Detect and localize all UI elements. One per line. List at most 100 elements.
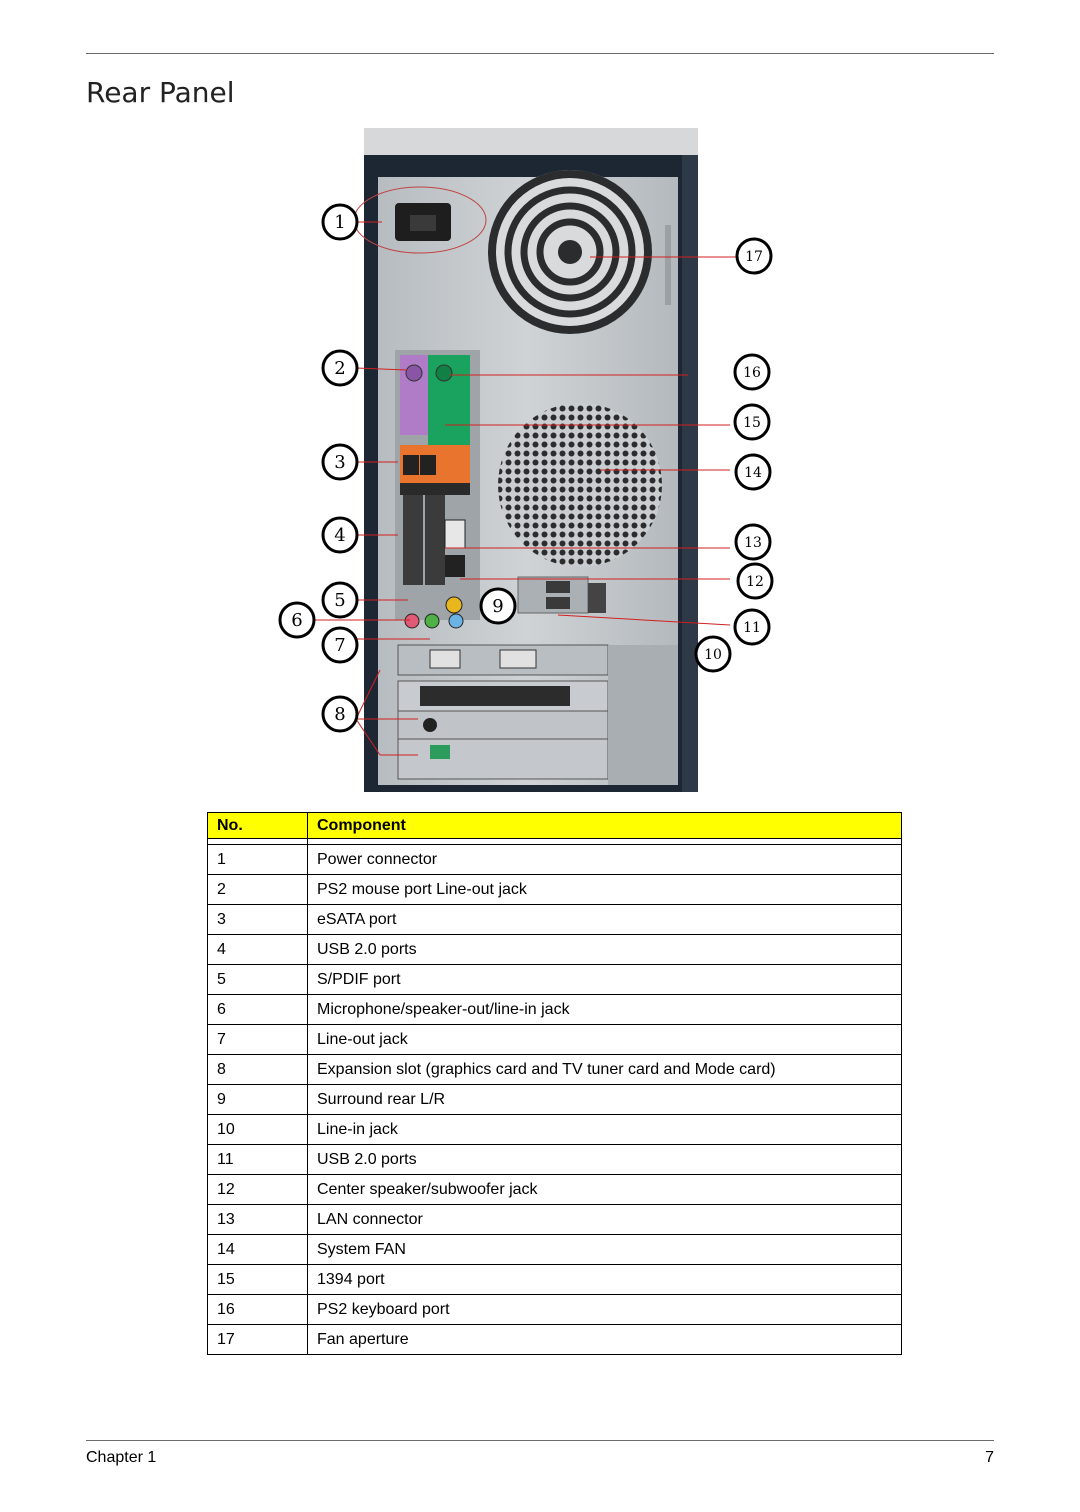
row-no: 8 <box>207 1054 308 1085</box>
row-no: 3 <box>207 904 308 935</box>
callout-10: 10 <box>694 635 732 673</box>
svg-text:2: 2 <box>334 358 345 379</box>
row-component: PS2 keyboard port <box>307 1294 902 1325</box>
fan-aperture <box>488 170 652 334</box>
bottom-rule <box>86 1440 994 1441</box>
callout-leader-lines <box>314 221 738 756</box>
callouts: 1 2 3 4 5 6 7 8 9 10 11 12 13 14 15 16 1… <box>278 203 774 733</box>
callout-16: 16 <box>733 353 771 391</box>
svg-text:13: 13 <box>744 535 762 551</box>
row-no: 12 <box>207 1174 308 1205</box>
rear-usb-ports <box>517 576 606 614</box>
row-component: Center speaker/subwoofer jack <box>307 1174 902 1205</box>
row-no: 16 <box>207 1294 308 1325</box>
row-no: 1 <box>207 844 308 875</box>
svg-text:4: 4 <box>334 525 345 546</box>
row-component: 1394 port <box>307 1264 902 1295</box>
top-rule <box>86 53 994 54</box>
svg-text:15: 15 <box>743 415 761 431</box>
svg-text:17: 17 <box>745 249 763 265</box>
svg-text:16: 16 <box>743 365 761 381</box>
svg-text:7: 7 <box>334 635 345 656</box>
callout-7: 7 <box>321 626 359 664</box>
svg-text:3: 3 <box>334 452 345 473</box>
row-no: 10 <box>207 1114 308 1145</box>
row-component: S/PDIF port <box>307 964 902 995</box>
header-component: Component <box>307 812 902 839</box>
system-fan <box>498 403 662 567</box>
callout-9: 9 <box>479 587 517 625</box>
rear-panel-photo: 1 2 3 4 5 6 7 8 9 10 11 12 13 14 15 16 1… <box>278 128 774 792</box>
callout-13: 13 <box>734 523 772 561</box>
svg-text:10: 10 <box>704 647 722 663</box>
table-header-row: No. Component <box>207 812 902 839</box>
callout-12: 12 <box>736 562 774 600</box>
svg-text:14: 14 <box>744 465 762 481</box>
svg-text:9: 9 <box>492 596 503 617</box>
power-connector <box>353 186 487 254</box>
row-component: eSATA port <box>307 904 902 935</box>
expansion-slots <box>397 644 678 785</box>
row-component: System FAN <box>307 1234 902 1265</box>
callout-5: 5 <box>321 581 359 619</box>
callout-8: 8 <box>321 695 359 733</box>
row-no: 15 <box>207 1264 308 1295</box>
row-component: Line-out jack <box>307 1024 902 1055</box>
header-no: No. <box>207 812 308 839</box>
callout-14: 14 <box>734 453 772 491</box>
footer-chapter: Chapter 1 <box>86 1449 157 1466</box>
callout-11: 11 <box>733 608 771 646</box>
svg-text:6: 6 <box>291 610 302 631</box>
svg-text:8: 8 <box>334 704 345 725</box>
row-component: PS2 mouse port Line-out jack <box>307 874 902 905</box>
io-shield <box>395 350 480 629</box>
svg-text:11: 11 <box>743 620 761 636</box>
callout-3: 3 <box>321 443 359 481</box>
row-component: USB 2.0 ports <box>307 1144 902 1175</box>
row-no: 13 <box>207 1204 308 1235</box>
row-component: LAN connector <box>307 1204 902 1235</box>
row-no: 2 <box>207 874 308 905</box>
row-component: Surround rear L/R <box>307 1084 902 1115</box>
callout-4: 4 <box>321 516 359 554</box>
row-component: USB 2.0 ports <box>307 934 902 965</box>
callout-6: 6 <box>278 601 316 639</box>
row-no: 11 <box>207 1144 308 1175</box>
row-no: 5 <box>207 964 308 995</box>
svg-text:12: 12 <box>746 574 764 590</box>
row-no: 17 <box>207 1324 308 1355</box>
footer-page-number: 7 <box>985 1449 994 1466</box>
svg-text:5: 5 <box>334 590 345 611</box>
row-component: Expansion slot (graphics card and TV tun… <box>307 1054 902 1085</box>
row-component: Microphone/speaker-out/line-in jack <box>307 994 902 1025</box>
row-no: 14 <box>207 1234 308 1265</box>
row-component: Fan aperture <box>307 1324 902 1355</box>
row-component: Line-in jack <box>307 1114 902 1145</box>
callout-1: 1 <box>321 203 359 241</box>
row-component: Power connector <box>307 844 902 875</box>
callout-17: 17 <box>735 237 773 275</box>
callout-2: 2 <box>321 349 359 387</box>
svg-text:1: 1 <box>334 212 345 233</box>
row-no: 4 <box>207 934 308 965</box>
page-title: Rear Panel <box>86 76 235 109</box>
row-no: 6 <box>207 994 308 1025</box>
row-no: 9 <box>207 1084 308 1115</box>
